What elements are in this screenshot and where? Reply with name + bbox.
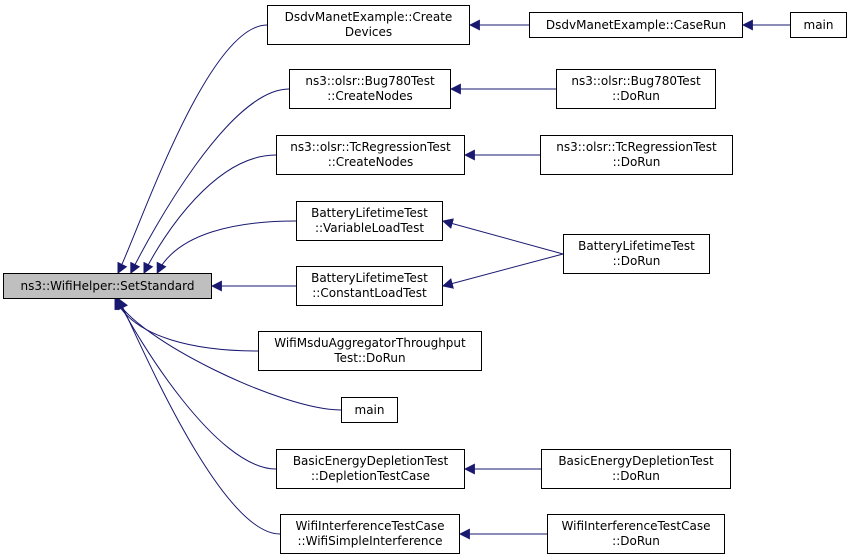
node-label-line1: main xyxy=(354,402,385,417)
node-label-line1: ns3::olsr::Bug780Test xyxy=(571,74,701,88)
node-main-middle[interactable]: main xyxy=(341,397,398,423)
node-label-line1: ns3::WifiHelper::SetStandard xyxy=(20,278,195,293)
node-label-line2: Devices xyxy=(344,25,393,39)
node-label-line1: BatteryLifetimeTest xyxy=(311,271,428,285)
edge-energy_depletion-to-root xyxy=(116,298,277,470)
edge-dsdv_create-to-root xyxy=(117,24,268,274)
edge-interf_simple-to-root xyxy=(118,298,281,535)
node-label-line2: ::CreateNodes xyxy=(327,89,413,103)
node-label-line2: ::DoRun xyxy=(612,155,661,169)
node-label-line1: BasicEnergyDepletionTest xyxy=(558,454,714,468)
node-label-line1: DsdvManetExample::Create xyxy=(284,10,453,24)
node-dsdvmanetexample-caserun[interactable]: DsdvManetExample::CaseRun xyxy=(529,12,743,38)
node-wifiinterferencetestcase-wifisimpleinterference[interactable]: WifiInterferenceTestCase ::WifiSimpleInt… xyxy=(280,514,460,554)
node-wifimsduaggregatorthroughputtest-dorun[interactable]: WifiMsduAggregatorThroughput Test::DoRun xyxy=(258,331,482,371)
node-bug780test-createnodes[interactable]: ns3::olsr::Bug780Test ::CreateNodes xyxy=(289,69,451,109)
node-label-line2: ::CreateNodes xyxy=(327,155,414,169)
node-label-line1: BatteryLifetimeTest xyxy=(311,206,428,220)
edge-bug780_create-to-root xyxy=(130,88,290,274)
node-label-line1: DsdvManetExample::CaseRun xyxy=(545,17,727,32)
node-label-line2: ::DoRun xyxy=(612,534,660,548)
node-label-line2: ::DoRun xyxy=(612,469,660,483)
node-wifiinterferencetestcase-dorun[interactable]: WifiInterferenceTestCase ::DoRun xyxy=(547,514,725,554)
node-batterylifetimetest-constantloadtest[interactable]: BatteryLifetimeTest ::ConstantLoadTest xyxy=(296,266,443,306)
node-main-top[interactable]: main xyxy=(790,12,847,38)
node-label-line1: ns3::olsr::TcRegressionTest xyxy=(556,140,717,154)
node-label-line1: WifiMsduAggregatorThroughput xyxy=(274,336,466,350)
node-wifihelper-setstandard: ns3::WifiHelper::SetStandard xyxy=(3,273,212,299)
node-label-line2: ::ConstantLoadTest xyxy=(312,286,427,300)
node-label-line1: ns3::olsr::Bug780Test xyxy=(305,74,435,88)
node-tcregressiontest-createnodes[interactable]: ns3::olsr::TcRegressionTest ::CreateNode… xyxy=(276,135,465,175)
node-label-line2: ::WifiSimpleInterference xyxy=(297,534,443,548)
edge-msdu_dorun-to-root xyxy=(114,298,259,352)
edge-battery_dorun-to-battery_variable xyxy=(441,218,564,255)
edge-main_mid-to-root xyxy=(115,298,342,411)
node-label-line2: Test::DoRun xyxy=(334,351,406,365)
node-label-line1: main xyxy=(803,17,834,32)
node-dsdvmanetexample-createdevices[interactable]: DsdvManetExample::Create Devices xyxy=(267,5,470,45)
node-tcregressiontest-dorun[interactable]: ns3::olsr::TcRegressionTest ::DoRun xyxy=(540,135,733,175)
node-basicenergydepletiontest-depletiontestcase[interactable]: BasicEnergyDepletionTest ::DepletionTest… xyxy=(276,449,465,489)
node-bug780test-dorun[interactable]: ns3::olsr::Bug780Test ::DoRun xyxy=(556,69,716,109)
edge-battery_dorun-to-battery_constant xyxy=(441,253,564,289)
node-label-line1: WifiInterferenceTestCase xyxy=(295,519,445,533)
node-label-line1: BatteryLifetimeTest xyxy=(578,239,695,253)
node-label-line1: WifiInterferenceTestCase xyxy=(561,519,711,533)
node-label-line2: ::DepletionTestCase xyxy=(310,469,430,483)
edge-battery_variable-to-root xyxy=(156,220,297,274)
node-label-line2: ::DoRun xyxy=(612,89,660,103)
node-batterylifetimetest-dorun[interactable]: BatteryLifetimeTest ::DoRun xyxy=(563,234,710,274)
edge-tcreg_create-to-root xyxy=(143,154,277,274)
node-label-line1: ns3::olsr::TcRegressionTest xyxy=(290,140,451,154)
edges xyxy=(114,19,790,540)
node-label-line2: ::VariableLoadTest xyxy=(314,221,425,235)
node-label-line2: ::DoRun xyxy=(612,254,661,268)
node-basicenergydepletiontest-dorun[interactable]: BasicEnergyDepletionTest ::DoRun xyxy=(541,449,731,489)
node-batterylifetimetest-variableloadtest[interactable]: BatteryLifetimeTest ::VariableLoadTest xyxy=(296,201,443,241)
node-label-line1: BasicEnergyDepletionTest xyxy=(292,454,449,468)
